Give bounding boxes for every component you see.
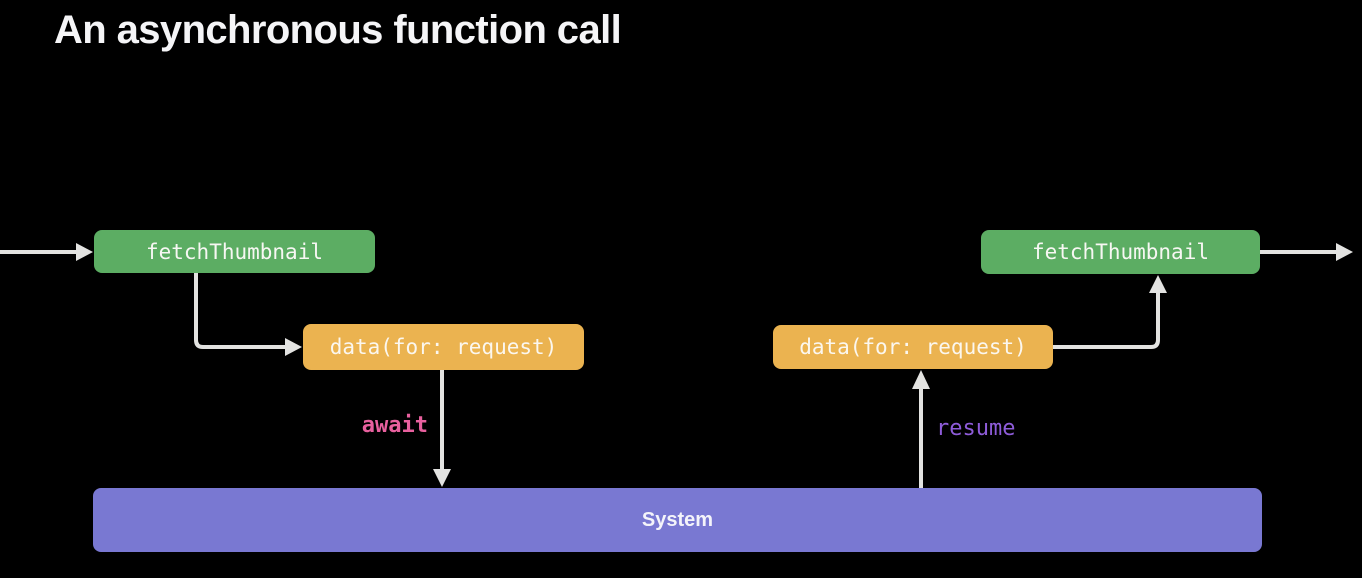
system-bar-label: System (641, 508, 714, 531)
exit-arrow-head (1336, 243, 1353, 261)
node-data-for-request-right: data(for: request) (773, 325, 1053, 369)
node-data-for-request-left: data(for: request) (303, 324, 584, 370)
node-fetchthumbnail-right: fetchThumbnail (981, 230, 1260, 274)
resume-arrow-head (912, 370, 930, 389)
return-elbow-line (1053, 291, 1160, 349)
entry-arrow (0, 243, 93, 261)
call-elbow-head (285, 338, 302, 356)
call-elbow-line (194, 271, 287, 349)
exit-arrow (1260, 243, 1353, 261)
await-keyword-label: await (361, 413, 428, 438)
await-arrow-head (433, 469, 451, 487)
resume-arrow (912, 370, 930, 488)
call-elbow-arrow (194, 271, 302, 356)
await-arrow (433, 370, 451, 487)
return-elbow-arrow (1053, 275, 1167, 349)
slide-title: An asynchronous function call (54, 8, 622, 52)
resume-keyword-label: resume (936, 416, 1016, 441)
system-bar: System (93, 488, 1262, 552)
return-elbow-head (1149, 275, 1167, 293)
node-fetchthumbnail-left: fetchThumbnail (94, 230, 375, 273)
entry-arrow-head (76, 243, 93, 261)
